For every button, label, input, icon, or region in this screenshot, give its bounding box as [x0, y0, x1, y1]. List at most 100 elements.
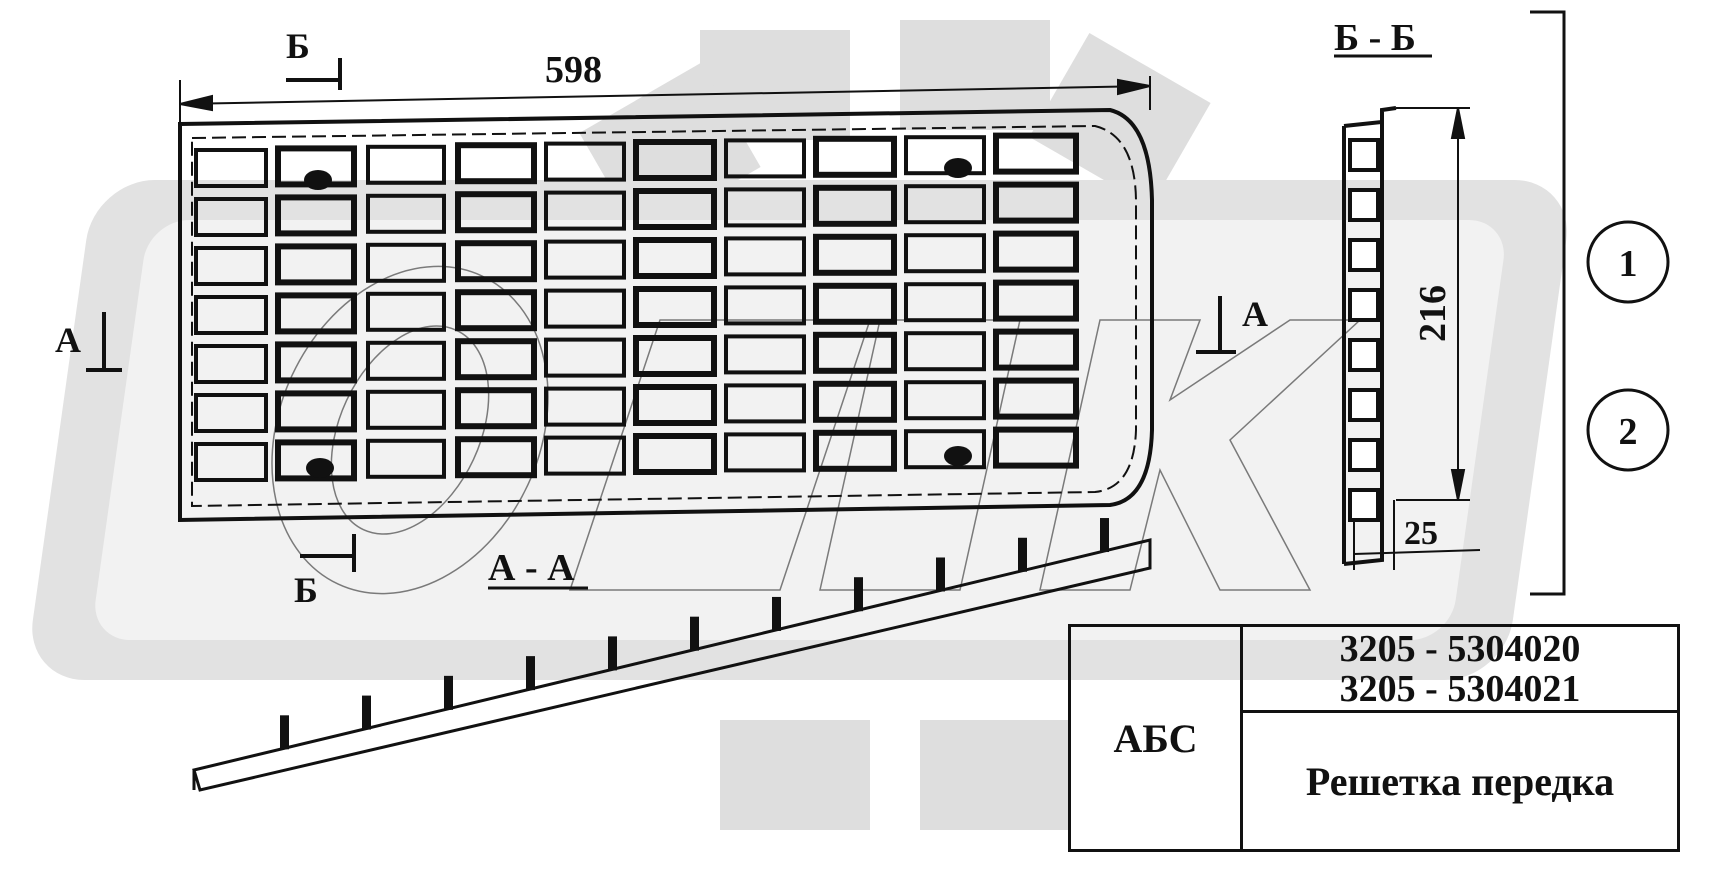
grille-cell — [275, 341, 357, 384]
section-aa-profile — [192, 538, 1152, 792]
grille-cell — [194, 197, 268, 237]
section-bb-slot — [1348, 188, 1380, 222]
grille-front-view — [178, 107, 1154, 523]
grille-cell — [455, 338, 537, 381]
section-aa-ribs — [280, 518, 1109, 750]
grille-cell — [813, 233, 897, 276]
callout-1-circle — [1586, 220, 1670, 304]
grille-cell — [904, 429, 986, 470]
grille-cell — [275, 439, 357, 482]
grille-cell — [993, 377, 1079, 420]
section-mark-a-right — [1196, 296, 1236, 354]
grille-cell — [633, 237, 717, 279]
section-bb-slot — [1348, 288, 1380, 322]
section-aa-rib — [690, 616, 699, 651]
section-mark-a-left — [86, 312, 122, 372]
title-block: АБС 3205 - 5304020 3205 - 5304021 Решетк… — [1068, 624, 1680, 852]
section-aa-rib — [772, 596, 781, 631]
dimension-depth-label: 25 — [1404, 515, 1438, 552]
clip-top-left — [304, 170, 332, 190]
section-aa-rib — [280, 715, 289, 750]
dimension-height — [1396, 107, 1470, 501]
callout-2-circle — [1586, 388, 1670, 472]
grille-cell — [993, 181, 1079, 224]
grille-cell — [544, 435, 626, 476]
grille-cell — [455, 191, 537, 234]
title-block-part-numbers: 3205 - 5304020 3205 - 5304021 — [1243, 627, 1677, 713]
grille-cell — [633, 384, 717, 426]
grille-cell — [455, 289, 537, 332]
section-aa-rib — [854, 577, 863, 612]
grille-cell — [993, 230, 1079, 273]
grille-cell — [366, 242, 446, 283]
clip-bottom-left — [306, 458, 334, 478]
grille-cell — [993, 132, 1079, 175]
dimension-width — [179, 76, 1151, 130]
section-aa-rib — [936, 557, 945, 592]
grille-cell — [544, 239, 626, 280]
part-number-1: 3205 - 5304020 — [1339, 627, 1581, 670]
grille-cell — [724, 432, 806, 473]
grille-cell — [904, 135, 986, 176]
section-aa-rib — [1018, 537, 1027, 572]
section-bb-slot — [1348, 138, 1380, 172]
grille-cell — [993, 328, 1079, 371]
grille-cell — [724, 187, 806, 228]
section-bb-slot — [1348, 438, 1380, 472]
grille-cell — [544, 288, 626, 329]
grille-cell — [455, 142, 537, 185]
section-label-a-left: А — [55, 320, 81, 360]
grille-cell — [455, 240, 537, 283]
section-label-b-top: Б — [286, 26, 310, 66]
grille-cell — [455, 436, 537, 479]
grille-cell — [813, 429, 897, 472]
clip-bottom-right — [944, 446, 972, 466]
grille-cell — [366, 438, 446, 479]
grille-cell — [813, 380, 897, 423]
grille-cell — [724, 383, 806, 424]
grille-cell — [275, 292, 357, 335]
grille-cell — [813, 184, 897, 227]
grille-cell — [904, 233, 986, 274]
grille-cell — [194, 344, 268, 384]
grille-frame — [178, 107, 1154, 523]
section-aa-rib — [526, 656, 535, 691]
grille-cell — [633, 188, 717, 230]
section-bb-slot — [1348, 488, 1380, 522]
grille-cell — [366, 389, 446, 430]
grille-cell — [544, 337, 626, 378]
callout-1-label: 1 — [1619, 243, 1638, 285]
grille-cell — [366, 193, 446, 234]
grille-cell — [275, 243, 357, 286]
section-aa-rib — [1100, 518, 1109, 553]
grille-clips — [304, 158, 972, 478]
grille-cell — [904, 184, 986, 225]
grille-cell — [366, 144, 446, 185]
grille-cell — [194, 393, 268, 433]
callout-2-label: 2 — [1619, 411, 1638, 453]
grille-frame-inner — [191, 124, 1137, 508]
grille-cell — [455, 387, 537, 430]
grille-cell — [633, 286, 717, 328]
title-block-code: АБС — [1071, 627, 1243, 849]
section-aa-rib — [444, 675, 453, 710]
section-label-b-bottom: Б — [294, 570, 318, 610]
section-bb-title: Б - Б — [1334, 17, 1416, 59]
watermark-gear — [579, 20, 1211, 830]
grille-cell — [275, 390, 357, 433]
grille-cell — [194, 148, 268, 188]
grille-cell — [366, 291, 446, 332]
grille-cell — [633, 335, 717, 377]
section-mark-b-bottom — [300, 534, 356, 572]
dimension-width-label: 598 — [545, 49, 602, 91]
grille-cell — [904, 331, 986, 372]
grille-cell — [904, 380, 986, 421]
grille-cell — [366, 340, 446, 381]
title-block-part-name: Решетка передка — [1305, 758, 1615, 804]
section-aa-title: А - А — [488, 547, 575, 589]
grille-cell — [194, 246, 268, 286]
grille-cell — [813, 282, 897, 325]
grille-cell — [813, 331, 897, 374]
grille-cell — [194, 442, 268, 482]
